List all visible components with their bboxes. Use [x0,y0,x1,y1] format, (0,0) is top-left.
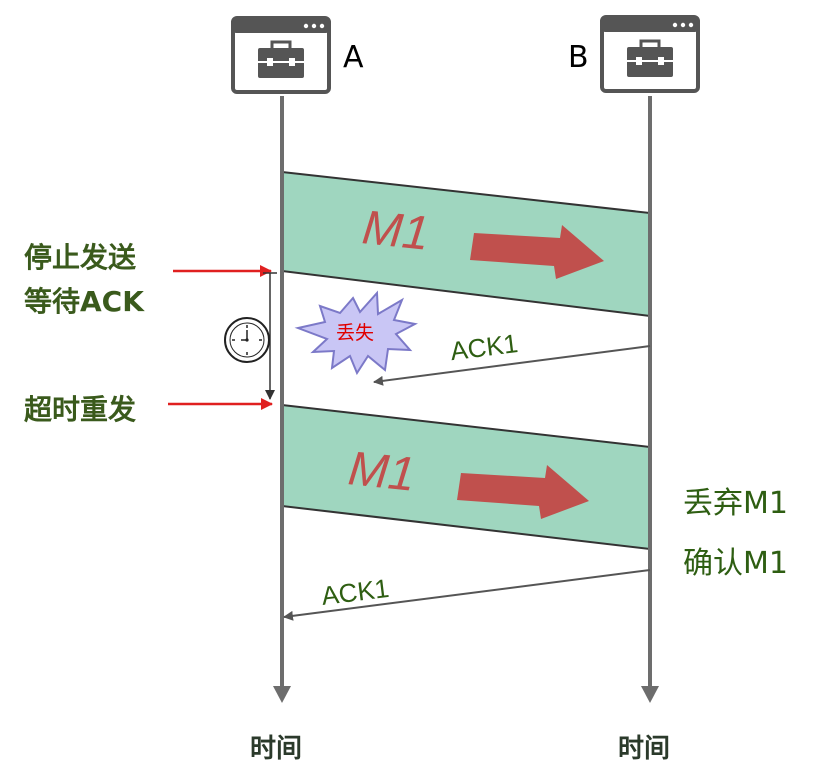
stop-send-label: 停止发送 [24,241,137,274]
message-band-1 [281,170,651,318]
ack-arrow-received [283,569,651,621]
ack-arrow-lost [373,345,651,386]
timeout-resend-label: 超时重发 [24,393,137,426]
timeline-a-arrowhead [273,686,291,703]
lost-text: 丢失 [336,322,374,344]
wait-ack-label: 等待ACK [24,285,144,318]
direction-arrow-2 [457,465,589,519]
node-label-b: B [568,40,589,75]
direction-arrow-1 [470,225,604,279]
message-label-1: M1 [360,201,432,261]
timeline-b-arrowhead [641,686,659,703]
computer-window-icon [600,15,700,93]
computer-window-icon [231,16,331,94]
node-label-a: A [343,40,364,75]
time-axis-label-a: 时间 [250,734,303,764]
discard-label: 丢弃M1 [683,486,788,521]
ack-label-lost: ACK1 [449,328,520,366]
clock-icon [224,317,270,363]
confirm-label: 确认M1 [683,546,788,581]
lost-burst-icon [294,290,418,376]
time-axis-label-b: 时间 [618,734,671,764]
message-label-2: M1 [346,442,418,502]
